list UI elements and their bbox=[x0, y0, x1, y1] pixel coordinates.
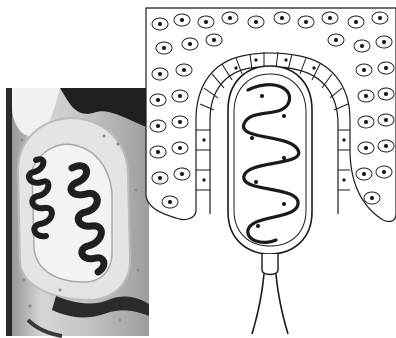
gland-sac bbox=[228, 66, 312, 254]
schematic-panel bbox=[146, 8, 396, 334]
duct-left-wall bbox=[252, 274, 264, 334]
duct-right-wall bbox=[276, 274, 288, 334]
micrograph-border-left bbox=[6, 88, 12, 336]
duct-neck bbox=[262, 254, 278, 275]
micrograph-panel bbox=[6, 88, 149, 336]
